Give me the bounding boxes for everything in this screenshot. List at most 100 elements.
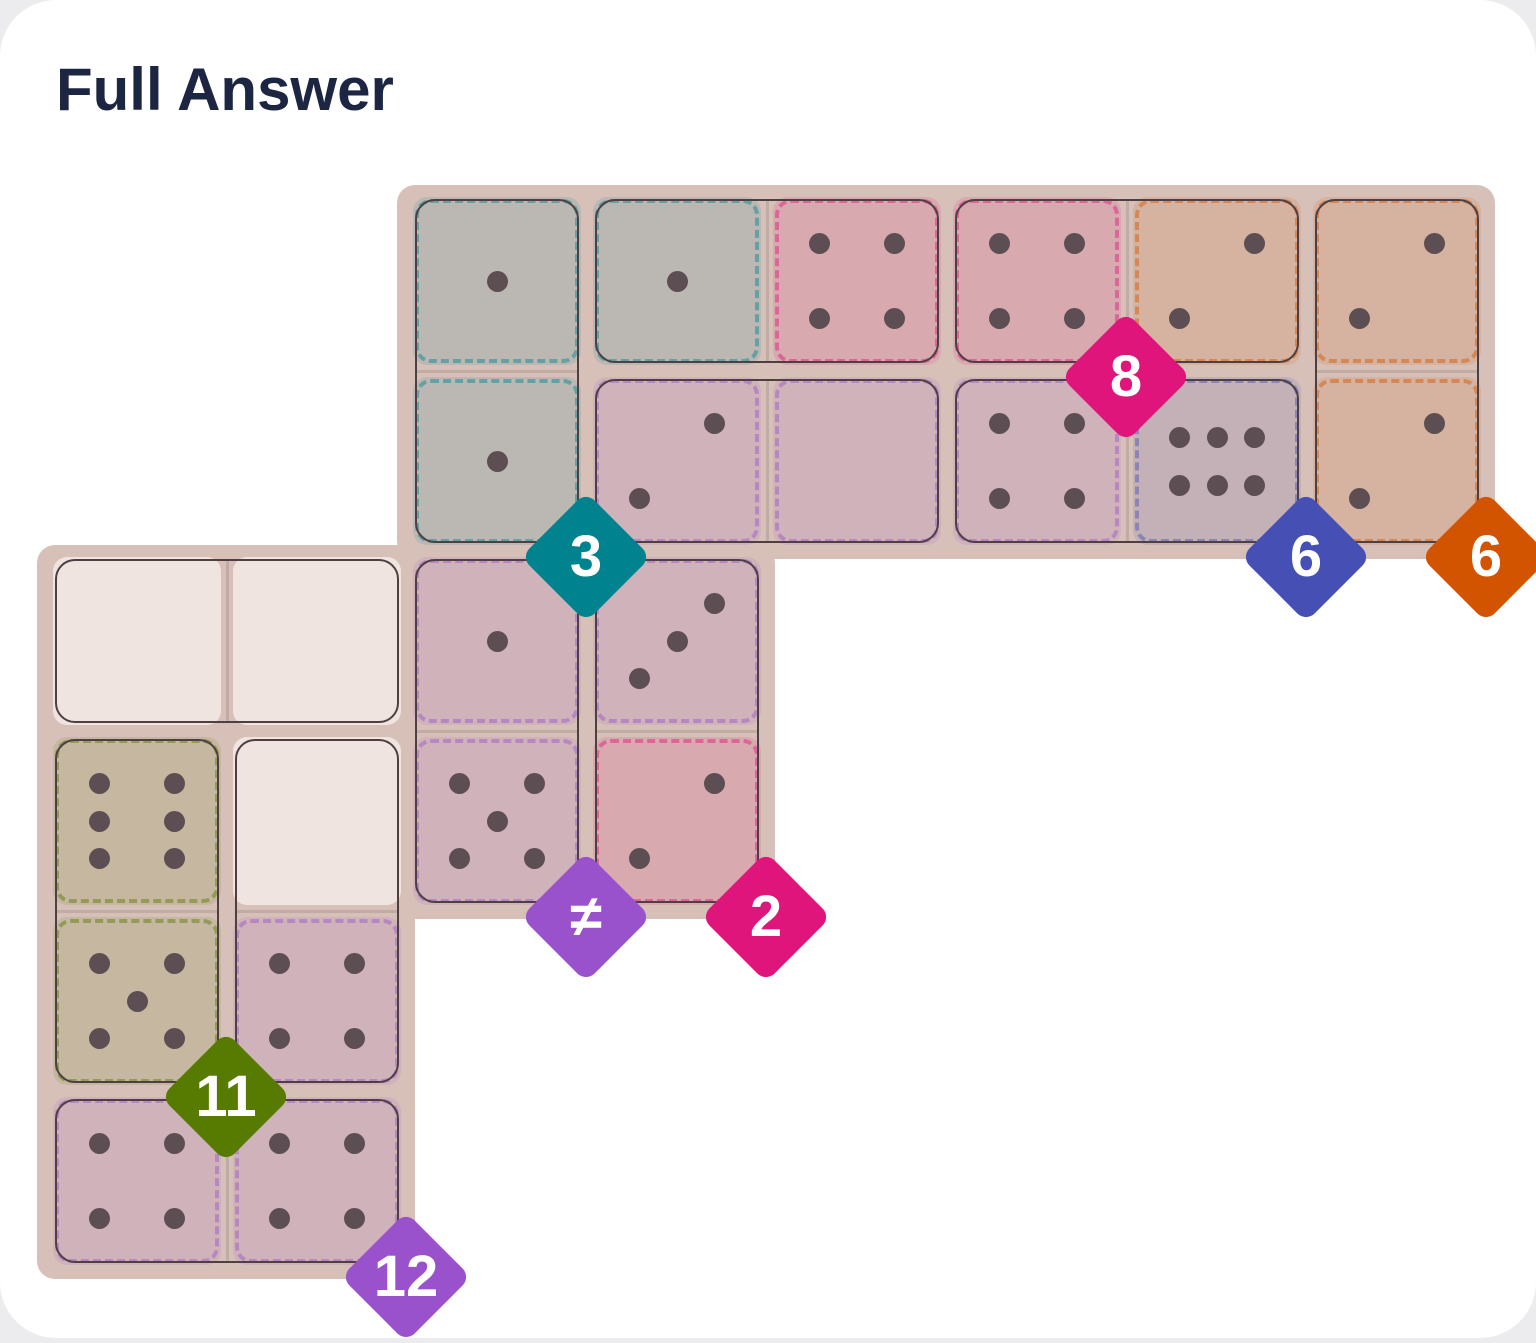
pink-region-bottom-badge: 2	[700, 851, 832, 983]
pip	[1243, 233, 1265, 255]
pip	[89, 810, 111, 832]
board-cell	[1313, 197, 1481, 365]
pip	[809, 233, 831, 255]
pip	[1423, 413, 1445, 435]
pip	[449, 773, 471, 795]
pip	[1423, 233, 1445, 255]
pip	[1063, 307, 1085, 329]
teal-region-badge: 3	[520, 491, 652, 623]
page-title: Full Answer	[56, 56, 394, 123]
board-cell	[53, 557, 221, 725]
pip	[486, 270, 508, 292]
pip	[269, 1207, 291, 1229]
pip	[629, 667, 651, 689]
pip	[703, 593, 725, 615]
pip	[1243, 474, 1265, 496]
pip	[883, 307, 905, 329]
pip	[269, 953, 291, 975]
badge-label: 6	[1469, 524, 1503, 589]
badge-label: 2	[749, 884, 783, 949]
domino-divider	[1317, 370, 1477, 373]
pip	[269, 1027, 291, 1049]
pip	[666, 270, 688, 292]
board-cell	[1133, 197, 1301, 365]
pip	[989, 487, 1011, 509]
pip	[809, 307, 831, 329]
domino-tile	[1315, 199, 1479, 543]
pip	[163, 953, 185, 975]
domino-tile	[595, 199, 939, 363]
pip	[449, 847, 471, 869]
board-cell	[593, 737, 761, 905]
pip	[989, 233, 1011, 255]
pip	[1169, 426, 1191, 448]
pip	[1243, 426, 1265, 448]
domino-tile	[595, 379, 939, 543]
pink-region-top-badge: 8	[1060, 311, 1192, 443]
badge-label: 3	[569, 524, 603, 589]
purple-region-unequal-badge: ≠	[520, 851, 652, 983]
board-cell	[53, 737, 221, 905]
badge-label: 6	[1289, 524, 1323, 589]
domino-divider	[237, 910, 397, 913]
board-cell	[773, 377, 941, 545]
board-cell	[233, 737, 401, 905]
pip	[1063, 487, 1085, 509]
orange-region-badge: 6	[1420, 491, 1536, 623]
badge-label: 8	[1109, 344, 1143, 409]
indigo-region-badge: 6	[1240, 491, 1372, 623]
pip	[1169, 307, 1191, 329]
pip	[1169, 474, 1191, 496]
domino-tile	[235, 739, 399, 1083]
pip	[89, 1027, 111, 1049]
pip	[486, 810, 508, 832]
domino-tile	[595, 559, 759, 903]
pip	[343, 1027, 365, 1049]
pip	[1349, 307, 1371, 329]
pip	[163, 1027, 185, 1049]
pip	[486, 630, 508, 652]
pip	[1063, 413, 1085, 435]
pip	[1349, 487, 1371, 509]
pip	[629, 847, 651, 869]
pip	[989, 307, 1011, 329]
pip	[89, 1133, 111, 1155]
domino-divider	[226, 561, 229, 721]
pip	[163, 773, 185, 795]
badge-label: 11	[195, 1064, 257, 1129]
pip	[163, 810, 185, 832]
pip	[126, 990, 148, 1012]
pip	[1063, 233, 1085, 255]
pip	[703, 773, 725, 795]
pip	[523, 847, 545, 869]
pip	[89, 773, 111, 795]
pip	[883, 233, 905, 255]
board-cell	[1313, 377, 1481, 545]
pip	[629, 487, 651, 509]
domino-divider	[597, 730, 757, 733]
pip	[523, 773, 545, 795]
domino-divider	[1126, 381, 1129, 541]
pip	[1206, 474, 1228, 496]
board-cell	[593, 377, 761, 545]
pip	[163, 1207, 185, 1229]
domino-tile	[415, 559, 579, 903]
board-segment	[397, 185, 1495, 559]
pip	[89, 953, 111, 975]
domino-divider	[57, 910, 217, 913]
pip	[703, 413, 725, 435]
domino-divider	[417, 370, 577, 373]
pip	[1206, 426, 1228, 448]
pip	[343, 1207, 365, 1229]
pip	[989, 413, 1011, 435]
pip	[163, 1133, 185, 1155]
board-cell	[233, 557, 401, 725]
pip	[343, 953, 365, 975]
pip	[269, 1133, 291, 1155]
pip	[486, 450, 508, 472]
domino-tile	[55, 739, 219, 1083]
domino-tile	[55, 559, 399, 723]
olive-region-badge: 11	[160, 1031, 292, 1163]
domino-divider	[766, 201, 769, 361]
